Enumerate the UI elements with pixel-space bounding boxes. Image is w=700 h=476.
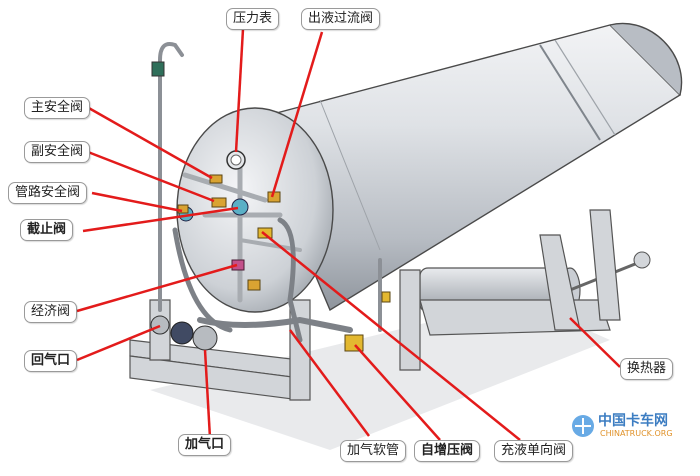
label-pressure-gauge: 压力表 (226, 8, 280, 30)
label-fill-port: 加气口 (178, 434, 232, 456)
label-return-gas-port: 回气口 (24, 350, 78, 372)
ground-shadow (150, 300, 610, 450)
label-pressure-build-valve: 自增压阀 (414, 440, 481, 462)
label-main-safety-valve: 主安全阀 (24, 97, 91, 119)
label-pipeline-safety-valve: 管路安全阀 (8, 182, 88, 204)
support-frame (129, 209, 621, 401)
watermark-brand: 中国卡车网 (598, 413, 668, 429)
pipework (151, 42, 382, 343)
label-economizer-valve: 经济阀 (24, 301, 78, 323)
leader-lines (76, 28, 621, 441)
label-outlet-excess-flow-valve: 出液过流阀 (301, 8, 381, 30)
label-fill-check-valve: 充液单向阀 (494, 440, 574, 462)
label-secondary-safety-valve: 副安全阀 (24, 141, 91, 163)
watermark-site: CHINATRUCK.ORG (600, 429, 673, 438)
watermark-logo-icon (572, 415, 594, 437)
label-shutoff-valve: 截止阀 (20, 219, 74, 241)
label-heat-exchanger: 换热器 (620, 358, 674, 380)
label-fill-hose: 加气软管 (340, 440, 407, 462)
